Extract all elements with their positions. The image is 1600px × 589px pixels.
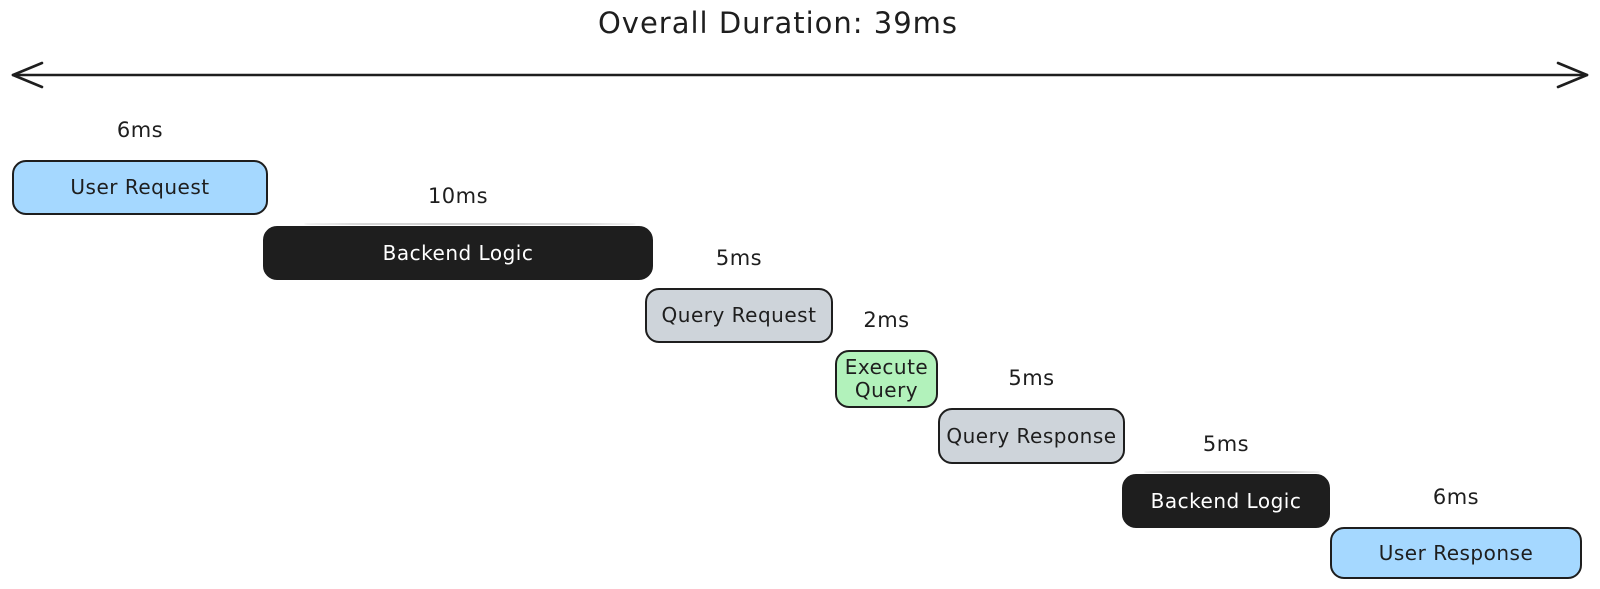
step-duration-label: 2ms: [863, 308, 910, 332]
step-box: User Request: [12, 160, 268, 215]
step-box: Query Response: [938, 408, 1125, 464]
step-label: Backend Logic: [1150, 488, 1302, 513]
step-label: Backend Logic: [382, 240, 534, 265]
step-box: Backend Logic: [263, 223, 653, 280]
step-box: User Response: [1330, 527, 1582, 579]
step-label: Query Request: [661, 303, 817, 327]
double-headed-arrow-icon: [11, 61, 1589, 89]
step-duration-label: 10ms: [427, 184, 489, 208]
step-label: Query Response: [946, 423, 1117, 448]
step-duration-label: 5ms: [1008, 366, 1055, 390]
page-title: Overall Duration: 39ms: [597, 6, 959, 40]
step-duration-label: 6ms: [1432, 485, 1480, 509]
step-duration-label: 5ms: [1202, 432, 1250, 456]
step-duration-label: 6ms: [116, 118, 164, 142]
step-box: Backend Logic: [1122, 471, 1330, 528]
step-label: User Response: [1378, 540, 1534, 565]
step-box: Query Request: [645, 288, 833, 343]
step-duration-label: 5ms: [715, 246, 763, 270]
step-box: Execute Query: [835, 350, 938, 408]
overall-duration-arrow: [11, 61, 1589, 89]
step-label: User Request: [70, 175, 210, 199]
step-label: Execute Query: [844, 355, 929, 402]
